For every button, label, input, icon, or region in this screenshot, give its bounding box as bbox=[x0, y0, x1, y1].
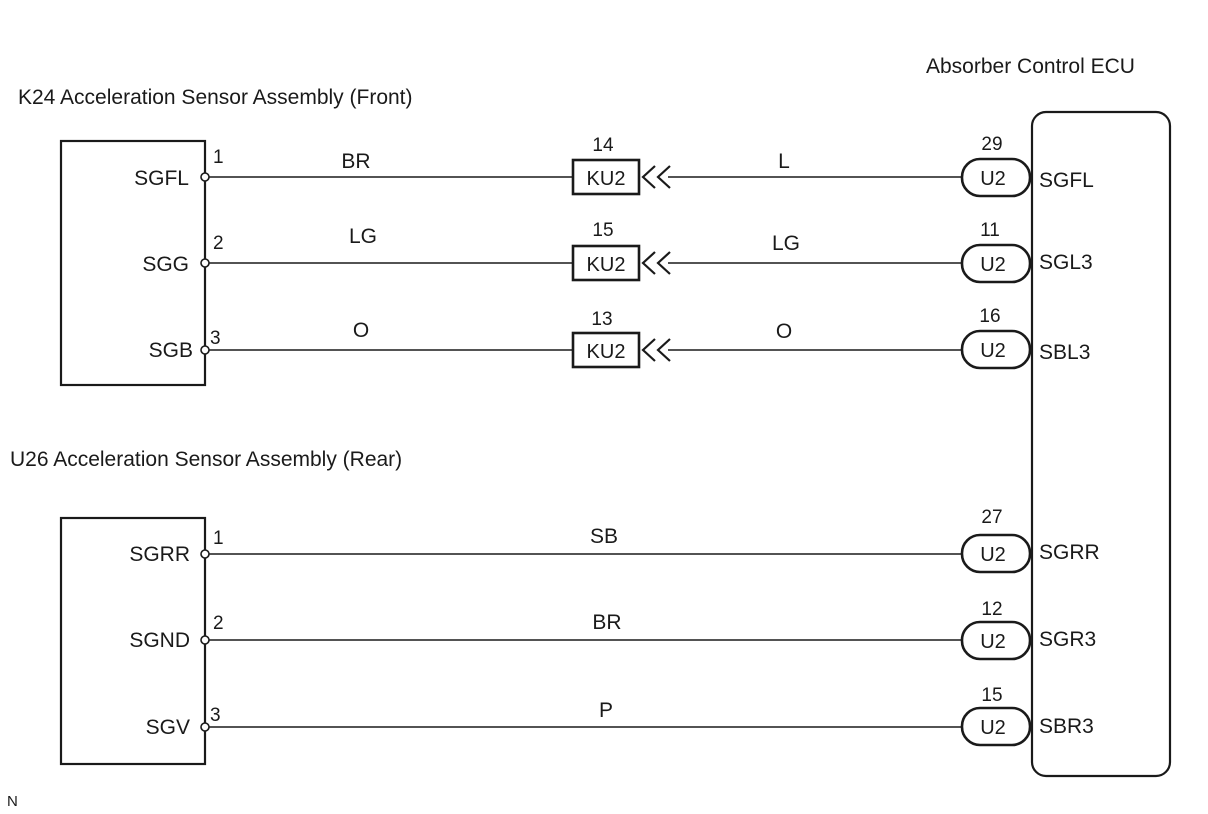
ecu-pin-4-connector bbox=[960, 533, 1032, 574]
junction-3-pin: 13 bbox=[591, 309, 612, 330]
terminal-dot bbox=[200, 549, 210, 559]
terminal-dot bbox=[200, 258, 210, 268]
ecu-pin-6-connector-name: U2 bbox=[980, 717, 1006, 739]
rear-pin-3-signal: SGV bbox=[146, 716, 190, 739]
ecu-pin-6-connector bbox=[960, 706, 1032, 747]
ecu-pin-1-connector bbox=[960, 157, 1032, 198]
front-pin-1-number: 1 bbox=[213, 147, 224, 168]
ecu-pin-6-signal: SBR3 bbox=[1039, 715, 1094, 738]
ecu-pin-1-signal: SGFL bbox=[1039, 169, 1094, 192]
junction-1-box bbox=[571, 158, 641, 196]
ecu-pin-5-signal: SGR3 bbox=[1039, 628, 1096, 651]
junction-3-box bbox=[571, 331, 641, 369]
ecu-pin-3-connector bbox=[960, 329, 1032, 370]
junction-1-pin: 14 bbox=[592, 135, 614, 156]
junction-2-name: KU2 bbox=[587, 254, 626, 276]
junction-2-box bbox=[571, 244, 641, 282]
front-wire-2-color: LG bbox=[349, 225, 377, 248]
ecu-title: Absorber Control ECU bbox=[926, 55, 1135, 78]
rear-sensor-title: U26 Acceleration Sensor Assembly (Rear) bbox=[10, 448, 402, 471]
connector-chevron-icon bbox=[656, 338, 671, 362]
rear-sensor-box bbox=[59, 516, 207, 766]
ecu-pin-3-signal: SBL3 bbox=[1039, 341, 1090, 364]
front-sensor-box bbox=[59, 139, 207, 387]
front-pin-3-signal: SGB bbox=[149, 339, 193, 362]
connector-chevron-icon bbox=[656, 165, 671, 189]
ecu-pin-3-connector-name: U2 bbox=[980, 340, 1006, 362]
ecu-pin-2-signal: SGL3 bbox=[1039, 251, 1093, 274]
connector-chevron-icon bbox=[641, 338, 656, 362]
ecu-box bbox=[1030, 110, 1172, 778]
front-wire-1-color: BR bbox=[341, 150, 370, 173]
front-circuit-1: SGFL 1 BR 14 KU2 L 29 U2 SGFL bbox=[134, 134, 1094, 198]
ecu-pin-1-connector-name: U2 bbox=[980, 168, 1006, 190]
rear-pin-1-signal: SGRR bbox=[129, 543, 190, 566]
front-sensor-title: K24 Acceleration Sensor Assembly (Front) bbox=[18, 86, 413, 109]
ecu-pin-4-number: 27 bbox=[981, 507, 1002, 528]
connector-chevron-icon bbox=[656, 251, 671, 275]
ecu-wire-3-color: O bbox=[776, 320, 792, 343]
footer-mark: N bbox=[7, 793, 18, 810]
ecu-pin-5-number: 12 bbox=[981, 599, 1002, 620]
terminal-dot bbox=[200, 635, 210, 645]
front-pin-3-number: 3 bbox=[210, 328, 221, 349]
ecu-pin-4-signal: SGRR bbox=[1039, 541, 1100, 564]
rear-wire-3-color: P bbox=[599, 699, 613, 722]
rear-pin-2-number: 2 bbox=[213, 613, 224, 634]
ecu-pin-4-connector-name: U2 bbox=[980, 544, 1006, 566]
junction-1-name: KU2 bbox=[587, 168, 626, 190]
ecu-pin-5-connector bbox=[960, 620, 1032, 661]
front-circuit-3: SGB 3 O 13 KU2 O 16 U2 SBL3 bbox=[149, 306, 1090, 370]
terminal-dot bbox=[200, 172, 210, 182]
rear-pin-3-number: 3 bbox=[210, 705, 221, 726]
front-wire-3-color: O bbox=[353, 319, 369, 342]
terminal-dot bbox=[200, 722, 210, 732]
rear-pin-2-signal: SGND bbox=[129, 629, 190, 652]
ecu-pin-2-connector-name: U2 bbox=[980, 254, 1006, 276]
connector-chevron-icon bbox=[641, 251, 656, 275]
terminal-dot bbox=[200, 345, 210, 355]
rear-circuit-1: SGRR 1 SB 27 U2 SGRR bbox=[129, 507, 1100, 574]
ecu-pin-5-connector-name: U2 bbox=[980, 631, 1006, 653]
junction-2-pin: 15 bbox=[592, 220, 613, 241]
junction-3-name: KU2 bbox=[587, 341, 626, 363]
ecu-pin-2-number: 11 bbox=[980, 220, 1000, 241]
ecu-pin-6-number: 15 bbox=[981, 685, 1002, 706]
rear-circuit-2: SGND 2 BR 12 U2 SGR3 bbox=[129, 599, 1096, 661]
ecu-pin-1-number: 29 bbox=[981, 134, 1002, 155]
ecu-wire-2-color: LG bbox=[772, 232, 800, 255]
ecu-pin-2-connector bbox=[960, 243, 1032, 284]
rear-wire-1-color: SB bbox=[590, 525, 618, 548]
rear-wire-2-color: BR bbox=[592, 611, 621, 634]
front-pin-2-signal: SGG bbox=[142, 253, 189, 276]
front-pin-1-signal: SGFL bbox=[134, 167, 189, 190]
front-circuit-2: SGG 2 LG 15 KU2 LG 11 U2 SGL3 bbox=[142, 220, 1093, 284]
ecu-pin-3-number: 16 bbox=[979, 306, 1000, 327]
front-pin-2-number: 2 bbox=[213, 233, 224, 254]
connector-chevron-icon bbox=[641, 165, 656, 189]
rear-pin-1-number: 1 bbox=[213, 528, 224, 549]
ecu-wire-1-color: L bbox=[778, 150, 790, 173]
rear-circuit-3: SGV 3 P 15 U2 SBR3 bbox=[146, 685, 1094, 747]
